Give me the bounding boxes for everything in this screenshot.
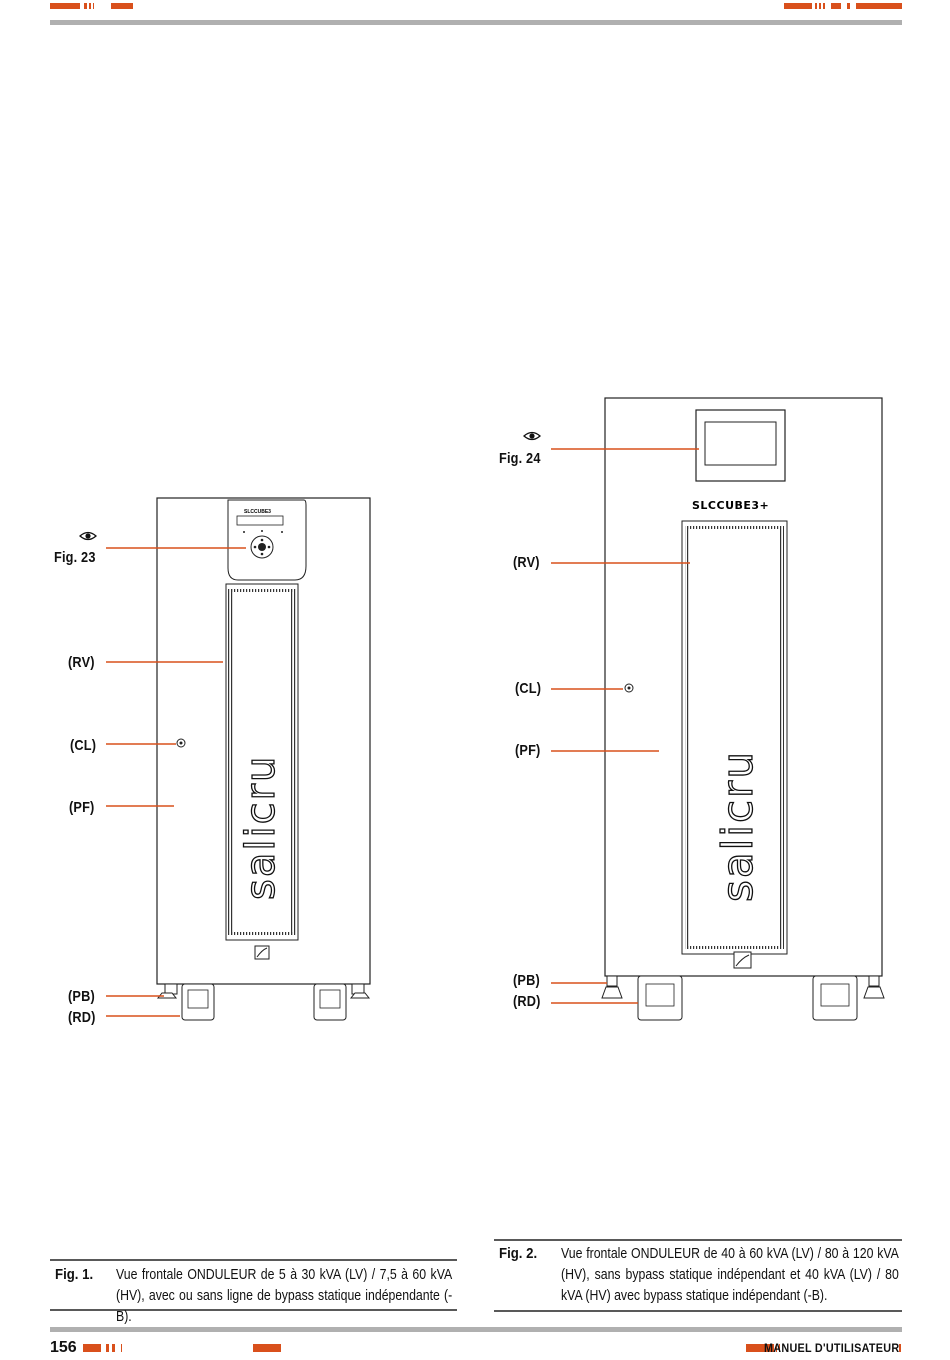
footer-bar [776, 1344, 777, 1352]
fig2-label-rv: (RV) [513, 554, 540, 571]
fig2-reference-label: Fig. 24 [499, 450, 541, 467]
ups-cabinet-large: SLCCUBE3+ salicru [601, 397, 885, 1021]
fig2-caption-label: Fig. 2. [499, 1245, 538, 1262]
header-bar [50, 3, 80, 9]
fig1-label-cl: (CL) [70, 737, 97, 754]
footer-bar [112, 1344, 115, 1352]
fig1-caption-text: Vue frontale ONDULEUR de 5 à 30 kVA (LV)… [116, 1266, 453, 1325]
fig2-label-pf: (PF) [515, 742, 541, 759]
header-bar [93, 3, 94, 9]
manual-title: MANUEL D'UTILISATEUR [763, 1341, 899, 1355]
footer-bar [253, 1344, 281, 1352]
footer-bar [121, 1344, 122, 1352]
device-logo-large: SLCCUBE3+ [692, 499, 769, 512]
brand-text-small: salicru [238, 755, 284, 900]
header-bar [815, 3, 817, 9]
header-bar [819, 3, 821, 9]
footer-bar [779, 1344, 780, 1352]
brand-text-large: salicru [713, 750, 762, 902]
fig2-label-cl: (CL) [515, 680, 542, 697]
footer-bar [746, 1344, 774, 1352]
fig1-label-pf: (PF) [69, 799, 95, 816]
header-rule [50, 20, 902, 25]
footer-bar [106, 1344, 109, 1352]
footer-bar [899, 1344, 901, 1352]
device-logo-small: SLCCUBE3 [244, 509, 271, 515]
fig2-label-pb: (PB) [513, 972, 540, 989]
header-bar [823, 3, 825, 9]
fig2-caption-text: Vue frontale ONDULEUR de 40 à 60 kVA (LV… [561, 1245, 899, 1304]
header-bar [84, 3, 87, 9]
eye-icon [79, 531, 97, 541]
header-bar [847, 3, 850, 9]
ups-cabinet-small: SLCCUBE3 salicru [156, 497, 371, 1021]
fig1-caption-label: Fig. 1. [55, 1266, 94, 1283]
eye-icon [523, 431, 541, 441]
fig1-label-rd: (RD) [68, 1009, 96, 1026]
header-bar [784, 3, 812, 9]
header-bar [831, 3, 841, 9]
fig1-label-pb: (PB) [68, 988, 95, 1005]
footer-bar [83, 1344, 101, 1352]
page-number: 156 [50, 1339, 77, 1356]
caption-rules [50, 1239, 902, 1312]
fig2-leaders [523, 431, 699, 1004]
fig1-label-rv: (RV) [68, 654, 95, 671]
fig1-leaders [79, 531, 246, 1017]
footer-rule [50, 1327, 902, 1332]
fig2-label-rd: (RD) [513, 993, 541, 1010]
header-bar [89, 3, 91, 9]
header-bar [111, 3, 133, 9]
fig1-reference-label: Fig. 23 [54, 549, 96, 566]
header-bar [856, 3, 902, 9]
